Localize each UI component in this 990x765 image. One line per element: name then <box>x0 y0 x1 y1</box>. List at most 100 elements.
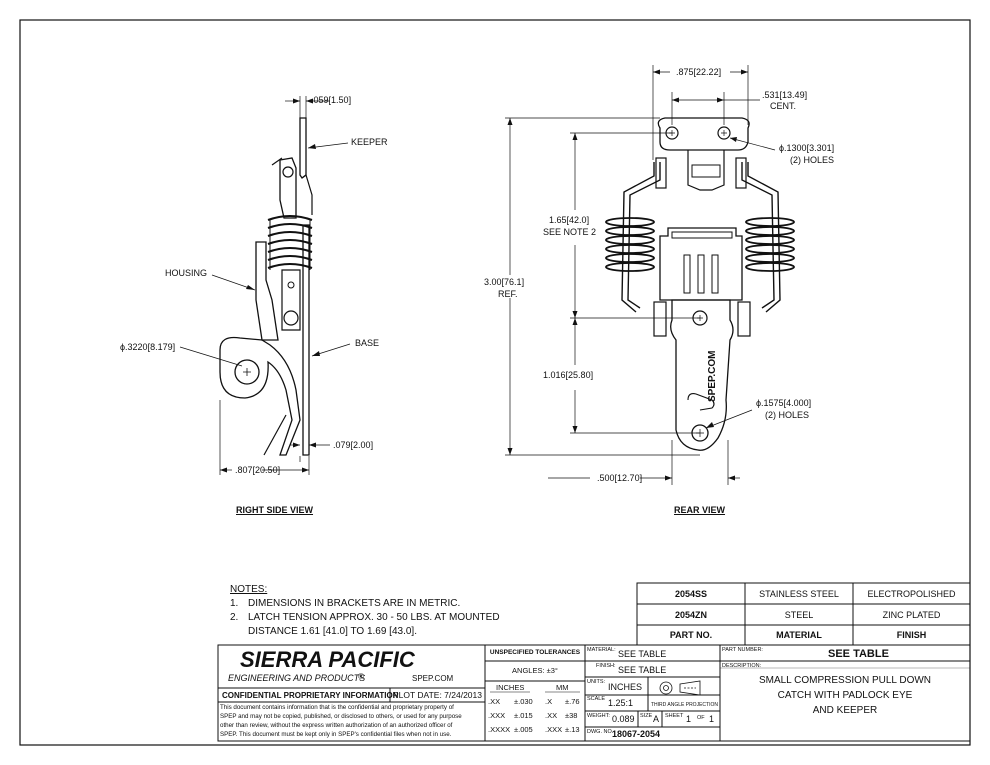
parts-row-2-finish: ZINC PLATED <box>882 610 941 620</box>
dim-hole-diameter: ϕ.3220[8.179] <box>120 342 176 352</box>
projection-label: THIRD ANGLE PROJECTION <box>651 702 718 708</box>
company-name: SIERRA PACIFIC <box>240 647 415 672</box>
callout-keeper: KEEPER <box>351 137 388 147</box>
dim-top-holes-note: (2) HOLES <box>790 155 835 165</box>
right-side-view-title: RIGHT SIDE VIEW <box>236 505 314 515</box>
parts-row-1-material: STAINLESS STEEL <box>759 589 839 599</box>
parts-header-finish: FINISH <box>896 630 927 640</box>
partnumber-value: SEE TABLE <box>828 648 889 660</box>
dim-side-depth: .807[20.50] <box>235 465 281 475</box>
right-side-view-geometry <box>219 117 313 456</box>
title-block-grid <box>217 644 971 742</box>
note-2-continued: DISTANCE 1.61 [41.0] TO 1.69 [43.0]. <box>248 626 417 637</box>
tolerances-inches-header: INCHES <box>496 683 525 692</box>
tol-mm-label-2: .XX <box>545 711 558 720</box>
tol-mm-value-2: ±38 <box>565 711 578 720</box>
units-label: UNITS: <box>587 679 606 685</box>
dim-overall: 3.00[76.1] <box>484 277 525 287</box>
sheet-of: OF <box>697 715 705 721</box>
note-2-number: 2. <box>230 612 239 623</box>
rear-stamp: SPEP.COM <box>707 350 718 403</box>
parts-row-2-material: STEEL <box>784 610 814 620</box>
description-label: DESCRIPTION: <box>722 663 762 669</box>
rear-left-spring <box>605 217 655 272</box>
note-1-number: 1. <box>230 598 239 609</box>
rear-dimensions <box>505 65 776 485</box>
dim-bottom-holes: ϕ.1575[4.000] <box>756 398 812 408</box>
tol-in-label-3: .XXXX <box>488 725 511 734</box>
size-value: A <box>653 714 660 724</box>
callout-base: BASE <box>355 338 380 348</box>
units-value: INCHES <box>608 682 643 692</box>
dim-lower: 1.016[25.80] <box>543 370 594 380</box>
projection-symbol <box>659 680 701 696</box>
confidential-title: CONFIDENTIAL PROPRIETARY INFORMATION <box>222 691 399 700</box>
tol-in-value-3: ±.005 <box>514 725 533 734</box>
tol-in-value-1: ±.030 <box>514 697 533 706</box>
dim-span: 1.65[42.0] <box>549 215 590 225</box>
tolerances-mm-header: MM <box>556 683 569 692</box>
dim-bottom-holes-note: (2) HOLES <box>765 410 810 420</box>
sheet-total: 1 <box>709 714 715 724</box>
weight-value: 0.089 <box>612 714 635 724</box>
parts-row-2-part: 2054ZN <box>674 610 708 620</box>
rear-right-spring <box>745 217 795 272</box>
confidential-line-4: SPEP. This document must be kept only in… <box>220 731 452 738</box>
scale-label: SCALE <box>587 696 606 702</box>
tol-in-label-2: .XXX <box>488 711 506 720</box>
partnumber-label: PART NUMBER: <box>722 647 763 653</box>
dim-rear-cent-label: CENT. <box>770 101 797 111</box>
dim-top-holes: ϕ.1300[3.301] <box>779 143 835 153</box>
confidential-line-1: This document contains information that … <box>220 704 454 711</box>
material-value: SEE TABLE <box>618 649 667 659</box>
sheet-label: SHEET <box>665 713 684 719</box>
tolerances-title: UNSPECIFIED TOLERANCES <box>489 649 581 656</box>
description-line-2: CATCH WITH PADLOCK EYE <box>777 690 913 701</box>
sheet-border <box>19 19 971 746</box>
tol-mm-value-3: ±.13 <box>565 725 580 734</box>
weight-label: WEIGHT: <box>587 713 610 719</box>
finish-value: SEE TABLE <box>618 665 667 675</box>
side-spring <box>267 215 313 270</box>
plot-date: PLOT DATE: 7/24/2013 <box>393 690 482 700</box>
dim-bottom-width: .500[12.70] <box>597 473 643 483</box>
finish-label: FINISH: <box>596 663 616 669</box>
rear-view-title: REAR VIEW <box>674 505 726 515</box>
confidential-line-2: SPEP and may not be copied, published, o… <box>220 713 462 720</box>
company-subtitle: ENGINEERING AND PRODUCTS <box>228 673 366 683</box>
confidential-line-3: other than review, without the express w… <box>220 722 453 729</box>
dim-span-note: SEE NOTE 2 <box>543 227 597 237</box>
parts-row-1-part: 2054SS <box>674 589 708 599</box>
parts-header-material: MATERIAL <box>776 630 822 640</box>
dwg-label: DWG. NO. <box>587 729 614 735</box>
note-1-text: DIMENSIONS IN BRACKETS ARE IN METRIC. <box>248 598 461 609</box>
right-side-dimensions <box>179 96 351 475</box>
tol-in-label-1: .XX <box>488 697 501 706</box>
parts-row-1-finish: ELECTROPOLISHED <box>867 589 956 599</box>
arrowheads <box>220 69 748 481</box>
dim-base-thickness: .079[2.00] <box>333 440 374 450</box>
dim-overall-note: REF. <box>498 289 518 299</box>
dim-keeper-thickness: .059[1.50] <box>311 95 352 105</box>
scale-value: 1.25:1 <box>608 698 634 708</box>
tolerances-angles: ANGLES: ±3° <box>512 666 558 675</box>
tol-in-value-2: ±.015 <box>514 711 533 720</box>
tol-mm-label-1: .X <box>545 697 553 706</box>
company-website: SPEP.COM <box>412 674 454 683</box>
registered-icon: ® <box>358 672 364 681</box>
description-line-3: AND KEEPER <box>812 705 878 716</box>
material-label: MATERIAL: <box>587 647 616 653</box>
dim-rear-cent: .531[13.49] <box>762 90 808 100</box>
tol-mm-label-3: .XXX <box>545 725 563 734</box>
description-line-1: SMALL COMPRESSION PULL DOWN <box>758 675 932 686</box>
callout-housing: HOUSING <box>165 268 208 278</box>
dim-rear-width: .875[22.22] <box>676 67 722 77</box>
notes-title: NOTES: <box>230 584 268 595</box>
sheet-value: 1 <box>686 714 692 724</box>
tol-mm-value-1: ±.76 <box>565 697 580 706</box>
dwg-number: 18067-2054 <box>612 729 661 739</box>
parts-header-part: PART NO. <box>669 630 713 640</box>
note-2-text: LATCH TENSION APPROX. 30 - 50 LBS. AT MO… <box>248 612 500 623</box>
